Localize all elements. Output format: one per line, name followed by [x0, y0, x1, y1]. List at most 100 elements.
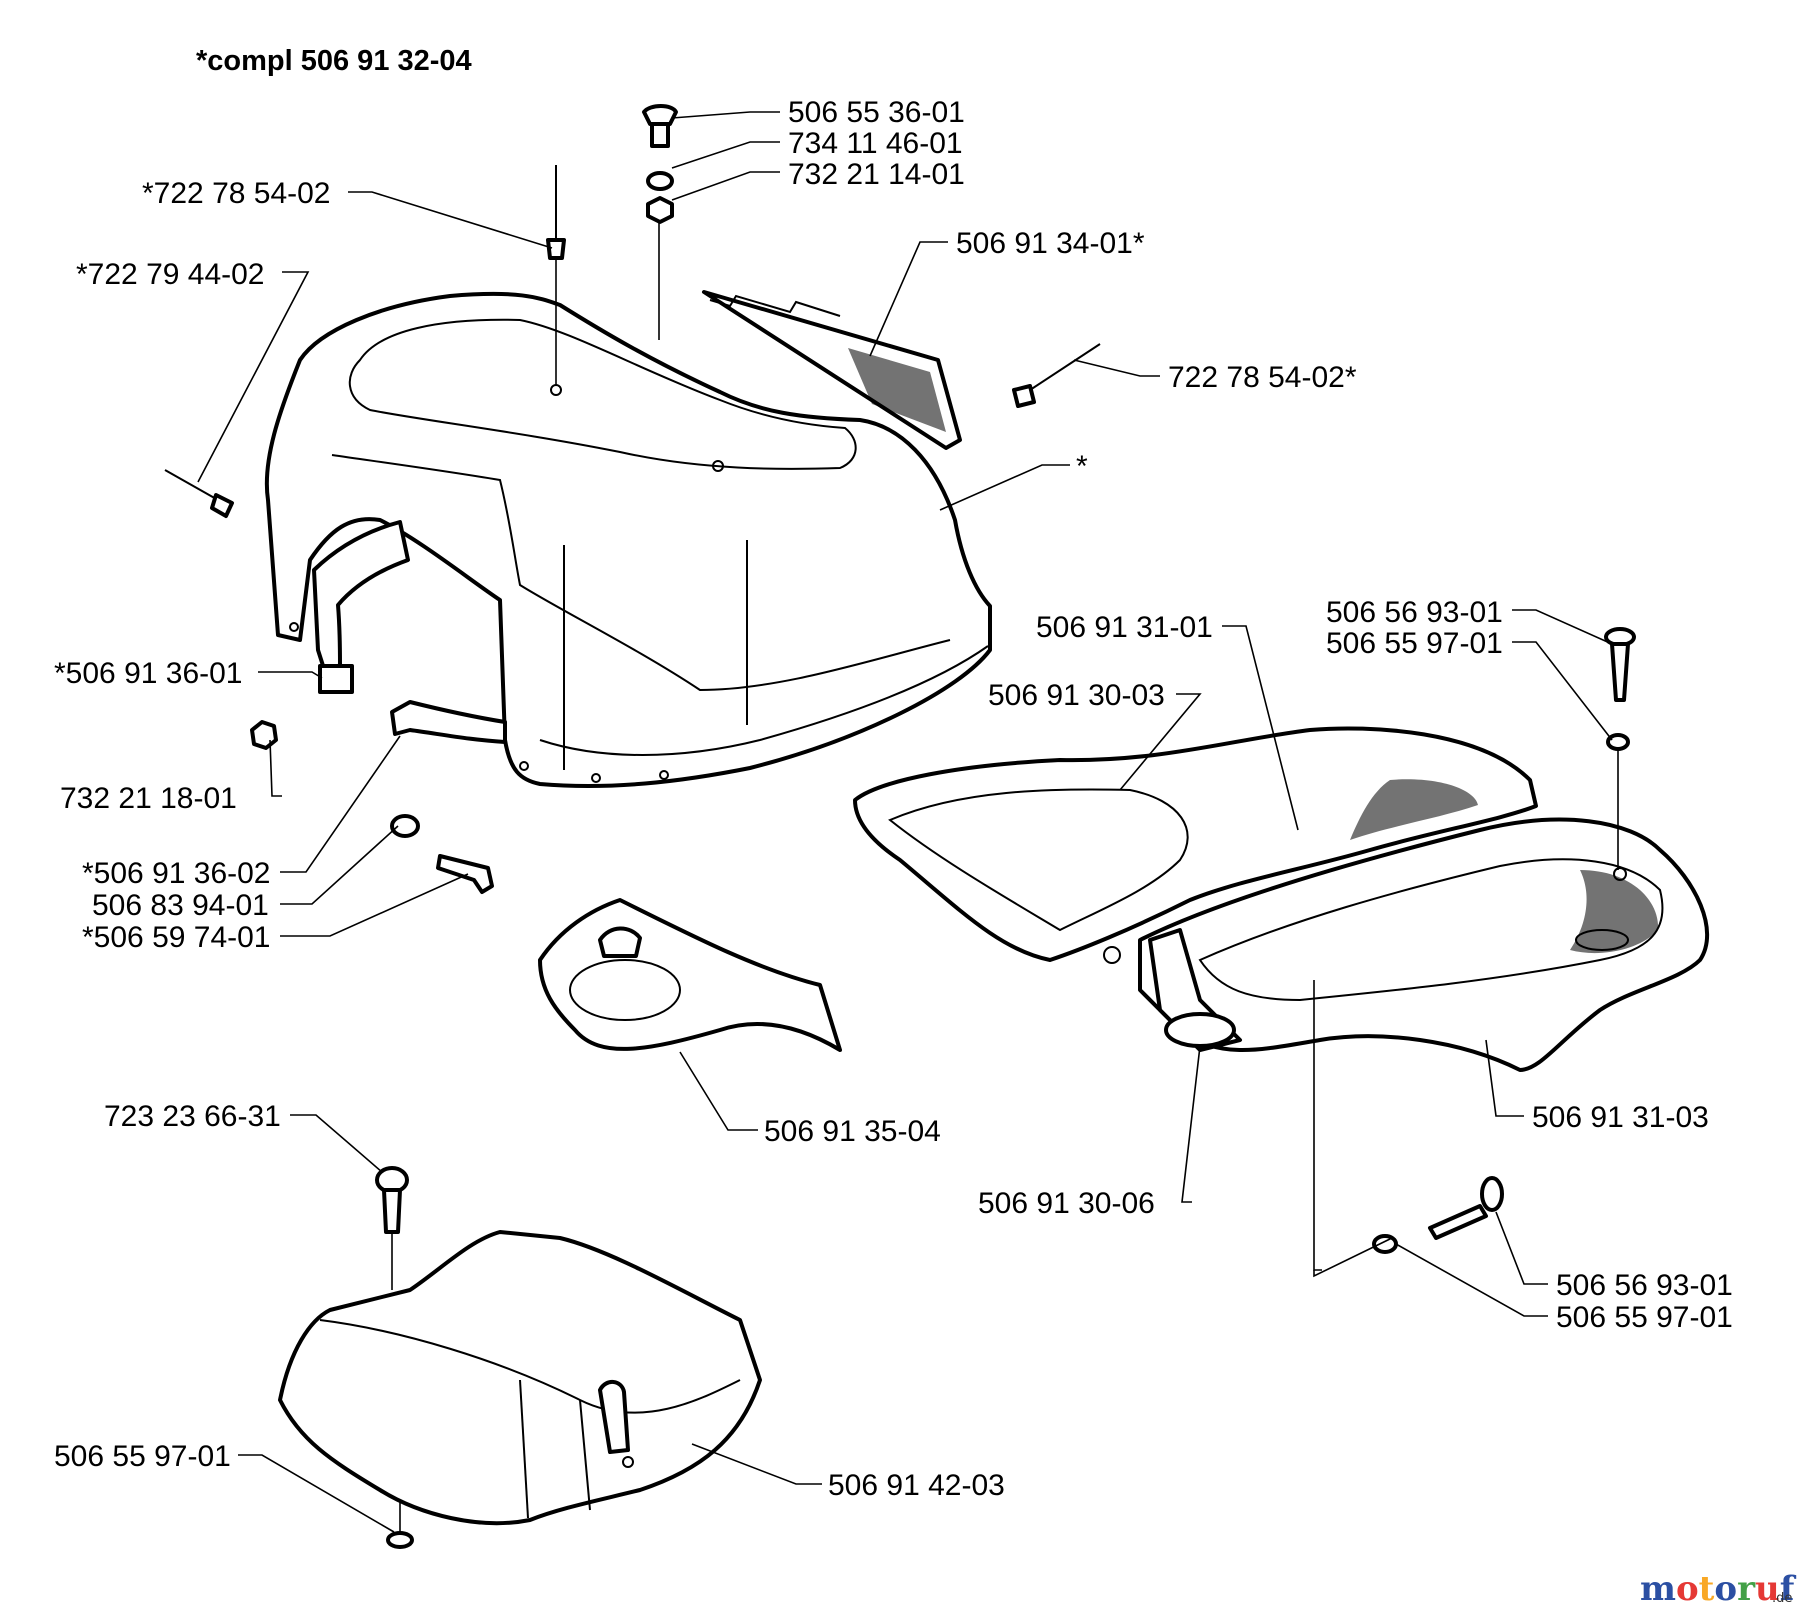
rivet-top — [546, 165, 566, 385]
bolt-stack-right — [1604, 627, 1636, 870]
bolt-stack-top — [642, 104, 678, 340]
part-label: 506 91 30-03 — [988, 679, 1165, 712]
hood-side-line — [331, 454, 951, 692]
screw-shank — [1428, 1204, 1488, 1240]
knob-screw — [375, 1166, 409, 1290]
part-label: 506 56 93-01 — [1326, 596, 1503, 629]
part-label: 506 91 42-03 — [828, 1469, 1005, 1502]
watermark-letter: f — [1780, 1569, 1797, 1609]
bracket-clip — [318, 664, 354, 694]
watermark-letter: r — [1737, 1569, 1756, 1609]
seat-slot — [1575, 929, 1629, 951]
part-label: * — [1076, 450, 1088, 483]
part-label: 506 55 97-01 — [1326, 627, 1503, 660]
rivet-pin — [1029, 343, 1101, 391]
watermark-letter: o — [1676, 1569, 1699, 1609]
battery-cover-body — [278, 1230, 762, 1526]
seat-pan-recess-left — [888, 788, 1189, 932]
left-hardware — [250, 720, 494, 894]
watermark-letter: m — [1640, 1569, 1676, 1609]
part-label: 722 78 54-02* — [1168, 361, 1357, 394]
seat-body — [1138, 817, 1710, 1072]
rivet-right — [1012, 343, 1101, 408]
rivet-pin — [164, 469, 219, 501]
seat-pan-hole — [1103, 946, 1121, 964]
watermark: motoruf .de — [1640, 1569, 1797, 1609]
rivet-head — [546, 238, 566, 260]
bracket-strap-upper — [312, 520, 410, 674]
part-label: 723 23 66-31 — [104, 1100, 281, 1133]
mount-ring — [569, 959, 681, 1021]
part-label: 506 91 35-04 — [764, 1115, 941, 1148]
seat-hole — [1613, 867, 1627, 881]
part-label: 732 21 18-01 — [60, 782, 237, 815]
nut — [646, 196, 674, 224]
nut-left — [250, 720, 278, 750]
part-label: 506 91 34-01* — [956, 227, 1145, 260]
part-label: 506 91 31-01 — [1036, 611, 1213, 644]
vent-grille — [848, 348, 946, 432]
battery-cover-edge — [319, 1319, 741, 1414]
screw-lower-right — [1372, 1176, 1504, 1254]
part-label: 506 55 36-01 — [788, 96, 965, 129]
battery-cover-hole — [622, 1456, 634, 1468]
part-label: 506 55 97-01 — [54, 1440, 231, 1473]
seat-texture — [1570, 870, 1659, 954]
seat-pan-texture — [1350, 779, 1478, 840]
washer-right — [1606, 733, 1630, 751]
washer-bottom — [386, 1500, 414, 1549]
watermark-brand: motoruf — [1640, 1569, 1797, 1609]
seat-pan — [853, 726, 1538, 964]
screw-head — [642, 104, 678, 126]
part-label: 506 91 30-06 — [978, 1187, 1155, 1220]
hood-top-recess — [348, 318, 857, 470]
part-label: 734 11 46-01 — [788, 127, 963, 160]
part-label: 732 21 14-01 — [788, 158, 965, 191]
battery-cover — [278, 1230, 762, 1526]
bracket-strap-lower — [390, 700, 507, 744]
seat-slider — [1164, 1012, 1236, 1048]
washer-left — [390, 814, 420, 838]
part-label: *722 79 44-02 — [76, 258, 265, 291]
rivet-head — [210, 493, 234, 518]
part-labels: 506 55 36-01 734 11 46-01 732 21 14-01 *… — [54, 96, 1733, 1502]
screw-left — [436, 854, 494, 894]
watermark-letter: u — [1755, 1569, 1780, 1609]
part-label: 506 55 97-01 — [1556, 1301, 1733, 1334]
hood-hole — [591, 773, 601, 783]
part-label: 506 83 94-01 — [92, 889, 269, 922]
part-label: *506 91 36-01 — [54, 657, 243, 690]
part-label: 506 91 31-03 — [1532, 1101, 1709, 1134]
hood-bracket — [312, 520, 507, 744]
battery-cover-crease-2 — [519, 1379, 529, 1519]
hood-hole — [712, 460, 724, 472]
part-label: *506 91 36-02 — [82, 857, 271, 890]
hood-hole — [519, 761, 529, 771]
mount-body — [538, 898, 842, 1052]
hood-hole — [659, 770, 669, 780]
watermark-suffix: .de — [1772, 1591, 1792, 1606]
battery-cover-handle — [598, 1380, 630, 1454]
hood-front-edge — [539, 645, 989, 756]
vent-plate-notches — [709, 294, 841, 317]
part-label: 506 56 93-01 — [1556, 1269, 1733, 1302]
mount-knob — [598, 926, 642, 958]
part-label: *722 78 54-02 — [142, 177, 331, 210]
seat-pan-body — [853, 726, 1538, 962]
hood-hole — [289, 622, 299, 632]
seat — [1138, 817, 1710, 1072]
watermark-letter: o — [1714, 1569, 1737, 1609]
washer-lower-right — [1372, 1234, 1398, 1254]
leader-lines — [197, 111, 1613, 1533]
watermark-letter: t — [1699, 1569, 1715, 1609]
rivet-head — [1012, 384, 1036, 408]
washer — [646, 171, 674, 191]
screw-shank — [650, 122, 670, 148]
assembly-title: *compl 506 91 32-04 — [196, 45, 472, 77]
vent-plate — [702, 290, 962, 450]
part-label: *506 59 74-01 — [82, 921, 271, 954]
screw-head — [1480, 1176, 1504, 1212]
battery-cover-crease — [579, 1399, 591, 1511]
